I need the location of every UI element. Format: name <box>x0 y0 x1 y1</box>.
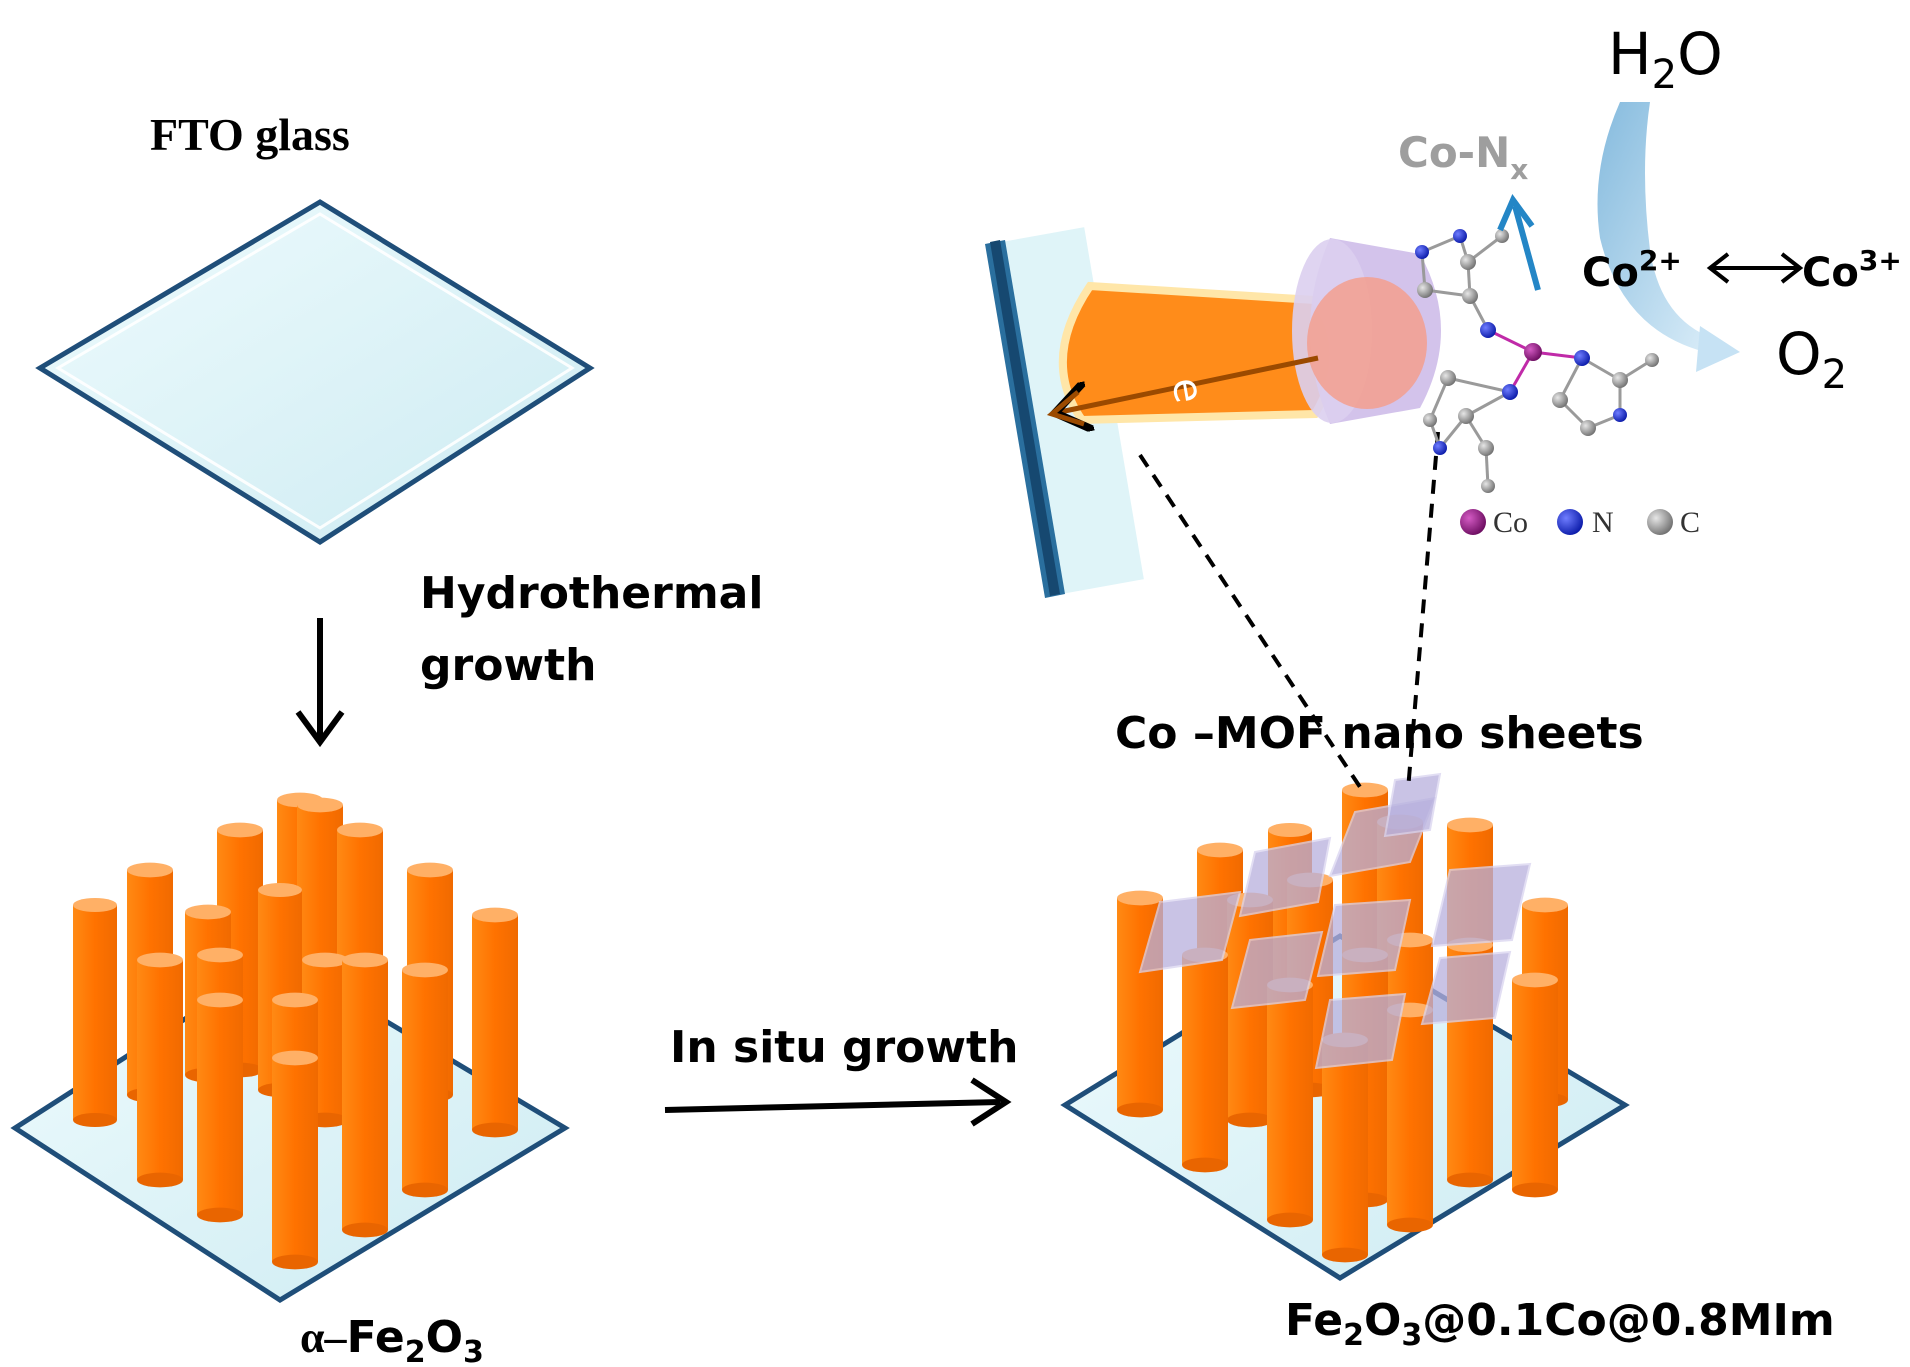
molecule-atom <box>1480 322 1496 338</box>
molecule-atom <box>1415 245 1429 259</box>
legend-nitrogen-swatch <box>1557 509 1583 535</box>
molecule-atom <box>1613 408 1627 422</box>
co-mof-nanosheet <box>1314 992 1407 1070</box>
fto-glass-label: FTO glass <box>150 109 350 160</box>
molecule-atom <box>1453 229 1467 243</box>
nanorod <box>1227 892 1273 1128</box>
legend-carbon-label: C <box>1680 506 1700 539</box>
nanorod <box>1267 977 1313 1228</box>
water-oxidation-flow-arrow <box>1597 102 1740 372</box>
hydrothermal-arrow <box>295 618 345 748</box>
co-mof-nanosheets <box>1138 772 1532 1070</box>
oxygen-label: O2 <box>1776 320 1847 398</box>
co2-label: Co2+ <box>1582 244 1682 296</box>
molecule-atom <box>1460 254 1476 270</box>
atom-legend: Co N C <box>1460 506 1700 539</box>
molecule-bond <box>1465 390 1511 418</box>
co-mof-nanosheet <box>1383 772 1442 838</box>
molecule-atom <box>1502 384 1518 400</box>
co-mof-nanosheet <box>1238 836 1332 918</box>
nanorod <box>73 897 117 1128</box>
molecule-atom <box>1440 370 1456 386</box>
molecule-atom <box>1481 479 1495 493</box>
nanorod <box>272 1050 318 1270</box>
molecule-atom <box>1524 343 1542 361</box>
alpha-fe2o3-label: α–Fe2O3 <box>300 1312 484 1367</box>
legend-carbon-swatch <box>1647 509 1673 535</box>
fe2o3-nanorod-array <box>73 792 518 1270</box>
nanorod <box>1512 972 1558 1198</box>
co-mof-nanosheet <box>1420 950 1512 1026</box>
molecule-atom <box>1462 288 1478 304</box>
co-mof-cylinder <box>1292 238 1441 424</box>
legend-cobalt-swatch <box>1460 509 1486 535</box>
zif-molecule-structure <box>1415 229 1659 493</box>
molecule-atom <box>1458 408 1474 424</box>
nanorod <box>472 907 518 1138</box>
molecule-bond <box>1447 376 1511 394</box>
molecule-atom <box>1645 353 1659 367</box>
molecule-atom <box>1612 372 1628 388</box>
molecule-atom <box>1433 441 1447 455</box>
molecule-atom <box>1478 440 1494 456</box>
co3-label: Co3+ <box>1802 244 1902 296</box>
molecule-atom <box>1495 229 1509 243</box>
co-nx-label: Co-Nx <box>1398 128 1528 186</box>
nanorod <box>402 962 448 1198</box>
legend-nitrogen-label: N <box>1592 506 1614 539</box>
legend-cobalt-label: Co <box>1493 506 1528 539</box>
nanorod <box>137 952 183 1188</box>
hydrothermal-label-line1: Hydrothermal <box>420 568 763 619</box>
in-situ-label: In situ growth <box>670 1022 1018 1073</box>
molecule-atom <box>1580 420 1596 436</box>
co-mof-nanosheet <box>1138 890 1242 974</box>
product-label: Fe2O3@0.1Co@0.8MIm <box>1285 1295 1835 1353</box>
nanorod <box>1182 947 1228 1173</box>
nanorod <box>342 952 388 1238</box>
co-nx-arrow <box>1497 193 1541 291</box>
co-mof-nanosheet <box>1316 898 1412 978</box>
electron-arrow <box>1046 355 1319 424</box>
molecule-atom <box>1552 392 1568 408</box>
fto-glass-plate <box>35 199 595 545</box>
zoom-guide-lines <box>1138 431 1440 792</box>
molecule-atom <box>1423 413 1437 427</box>
co-mof-label: Co –MOF nano sheets <box>1115 708 1644 759</box>
in-situ-arrow <box>664 1077 1012 1127</box>
hydrothermal-label-line2: growth <box>420 640 596 691</box>
molecule-atom <box>1417 282 1433 298</box>
nanorod <box>197 992 243 1223</box>
molecule-atom <box>1574 350 1590 366</box>
water-label: H2O <box>1608 20 1723 98</box>
co-mof-nanosheet <box>1230 930 1324 1010</box>
co-mof-nanosheet <box>1430 862 1532 948</box>
redox-double-arrow <box>1706 252 1804 284</box>
